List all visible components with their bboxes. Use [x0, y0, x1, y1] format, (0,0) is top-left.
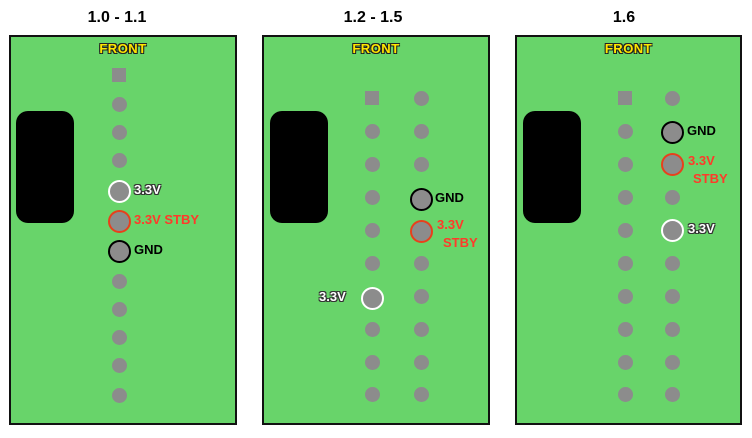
connector-slot: [16, 111, 74, 223]
pin: [364, 222, 380, 238]
pin-3v3: [360, 286, 384, 310]
front-label: FRONT: [604, 41, 653, 56]
pin: [413, 288, 429, 304]
pin: [617, 386, 633, 402]
connector-slot: [270, 111, 328, 223]
pin: [364, 354, 380, 370]
pin: [364, 321, 380, 337]
pin-1: [365, 91, 379, 105]
pin-3v3: [660, 218, 684, 242]
pin: [664, 255, 680, 271]
pin-3v3-stby: [409, 219, 433, 243]
pin: [664, 189, 680, 205]
pin: [617, 321, 633, 337]
board-panel-1: FRONT 3.3V 3.3V STBY GND: [9, 35, 237, 425]
label-stby-line2: STBY: [443, 235, 478, 250]
pin: [364, 255, 380, 271]
pin: [413, 354, 429, 370]
pin: [413, 123, 429, 139]
pin: [111, 301, 127, 317]
pin: [617, 288, 633, 304]
pin: [413, 386, 429, 402]
label-gnd: GND: [435, 190, 464, 205]
pin: [111, 152, 127, 168]
version-label-3: 1.6: [612, 9, 636, 26]
pin: [617, 255, 633, 271]
label-gnd: GND: [134, 242, 163, 257]
pin: [664, 386, 680, 402]
label-stby-line1: 3.3V: [437, 217, 464, 232]
pin: [617, 189, 633, 205]
pin: [617, 354, 633, 370]
pin: [664, 321, 680, 337]
pin: [364, 156, 380, 172]
pin: [413, 156, 429, 172]
pin: [364, 386, 380, 402]
pin-3v3: [107, 179, 131, 203]
label-3v3: 3.3V: [319, 289, 346, 304]
version-label-1: 1.0 - 1.1: [87, 9, 147, 26]
pin: [664, 354, 680, 370]
pin-1: [618, 91, 632, 105]
pin: [364, 123, 380, 139]
pin: [364, 189, 380, 205]
label-gnd: GND: [687, 123, 716, 138]
pin: [413, 321, 429, 337]
pin: [617, 156, 633, 172]
pin: [664, 288, 680, 304]
pin-3v3-stby: [107, 209, 131, 233]
label-3v3: 3.3V: [688, 221, 715, 236]
label-stby-line1: 3.3V: [688, 153, 715, 168]
front-label: FRONT: [352, 41, 400, 56]
pin: [413, 255, 429, 271]
pin: [617, 123, 633, 139]
front-label: FRONT: [99, 41, 147, 56]
pin: [111, 273, 127, 289]
pin: [664, 90, 680, 106]
label-3v3-stby: 3.3V STBY: [134, 212, 200, 227]
pin: [617, 222, 633, 238]
pin: [413, 90, 429, 106]
board-panel-2: FRONT 3.3V GND 3.3V STBY: [262, 35, 490, 425]
pin: [111, 357, 127, 373]
pin: [111, 329, 127, 345]
pin: [111, 387, 127, 403]
pin-gnd: [409, 187, 433, 211]
board-panel-3: FRONT GND 3.3V STBY 3.3V: [515, 35, 742, 425]
version-label-2: 1.2 - 1.5: [343, 9, 403, 26]
pin-1: [112, 68, 126, 82]
pin-gnd: [660, 120, 684, 144]
label-stby-line2: STBY: [693, 171, 728, 186]
label-3v3: 3.3V: [134, 182, 161, 197]
pin: [111, 124, 127, 140]
pin-gnd: [107, 239, 131, 263]
pin-3v3-stby: [660, 152, 684, 176]
connector-slot: [523, 111, 581, 223]
pin: [111, 96, 127, 112]
